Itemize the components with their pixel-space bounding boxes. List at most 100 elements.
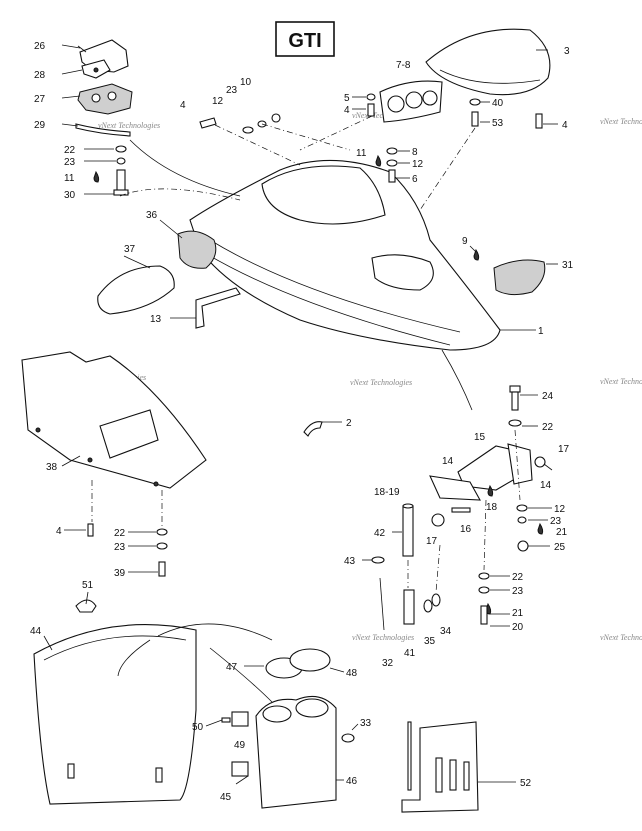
label-27: 27: [34, 94, 46, 105]
label-23-a: 23: [64, 157, 76, 168]
part-24-bolt: [509, 385, 521, 411]
part-16-screw: [451, 507, 471, 513]
label-20: 20: [512, 622, 524, 633]
label-29: 29: [34, 120, 46, 131]
part-36-handle: [177, 230, 217, 269]
label-51: 51: [82, 580, 94, 591]
label-13: 13: [150, 314, 162, 325]
label-17-a: 17: [558, 444, 570, 455]
watermark-8: vNext Technologies: [600, 377, 642, 386]
label-11-b: 11: [356, 148, 367, 159]
part-46-gauge-housing: [255, 695, 337, 809]
part-4-screw-top: [199, 117, 217, 129]
part-12-washer-top: [242, 126, 254, 134]
label-4-b: 4: [344, 105, 350, 116]
label-48: 48: [346, 668, 358, 679]
part-13-key: [195, 287, 241, 329]
part-33-washer: [341, 733, 355, 743]
label-37: 37: [124, 244, 136, 255]
part-28-plate: [81, 59, 111, 79]
part-18-drop: [487, 484, 494, 497]
part-44-storage-bin: [33, 624, 197, 805]
label-4-c: 4: [562, 120, 568, 131]
label-53: 53: [492, 118, 504, 129]
model-title: GTI: [275, 21, 335, 57]
part-34-washer: [431, 593, 441, 607]
label-21-a: 21: [556, 527, 568, 538]
label-2: 2: [346, 418, 352, 429]
label-17-b: 17: [426, 536, 438, 547]
label-4-a: 4: [180, 100, 186, 111]
watermark-7: vNext Technologies: [600, 117, 642, 126]
part-50-screw: [221, 717, 231, 723]
part-17-knob: [534, 456, 546, 468]
label-3: 3: [564, 46, 570, 57]
part-45-bracket-bottom: [231, 761, 249, 777]
part-52-tool-kit: [401, 721, 479, 813]
label-33: 33: [360, 718, 372, 729]
label-11-a: 11: [64, 173, 75, 184]
part-21-drop-right: [537, 522, 544, 535]
part-27-holder: [77, 83, 133, 115]
part-5-washer: [366, 93, 376, 101]
label-44: 44: [30, 626, 42, 637]
part-labels: 26 2 8 27 29 22 23 11 30 4 12 23 10 7-8 5…: [30, 41, 574, 803]
label-22-d: 22: [512, 572, 524, 583]
part-4-screw-bottom: [87, 523, 94, 537]
label-21-b: 21: [512, 608, 524, 619]
part-23-washer: [116, 157, 126, 165]
part-6-screw: [388, 169, 396, 183]
label-32: 32: [382, 658, 394, 669]
label-15: 15: [474, 432, 486, 443]
label-8: 8: [412, 147, 418, 158]
label-25: 25: [554, 542, 566, 553]
label-12-c: 12: [554, 504, 566, 515]
label-34: 34: [440, 626, 452, 637]
part-14-arm: [429, 443, 533, 501]
label-30: 30: [64, 190, 76, 201]
part-3-cap: [425, 28, 551, 96]
part-49-bracket-top: [231, 711, 249, 727]
part-22-washer: [115, 145, 127, 153]
label-26: 26: [34, 41, 46, 52]
label-23-b: 23: [226, 85, 238, 96]
part-25-nut: [517, 540, 529, 552]
label-50: 50: [192, 722, 204, 733]
label-10: 10: [240, 77, 252, 88]
label-39: 39: [114, 568, 126, 579]
part-20-screw: [480, 605, 488, 625]
part-1-hood: [189, 159, 501, 351]
label-38: 38: [46, 462, 58, 473]
part-41-shaft-lower: [403, 589, 415, 625]
leaders: [61, 44, 558, 627]
part-2-clip: [303, 421, 323, 437]
label-22-b: 22: [114, 528, 126, 539]
label-5: 5: [344, 93, 350, 104]
label-16: 16: [460, 524, 472, 535]
part-23-washer-right: [517, 516, 527, 524]
part-51-cap: [75, 599, 97, 613]
part-11-drop: [93, 170, 100, 183]
label-23-e: 23: [512, 586, 524, 597]
part-39-screw: [158, 561, 166, 577]
part-4-screw-mid: [367, 103, 375, 117]
part-22-washer-right: [508, 419, 522, 427]
label-6: 6: [412, 174, 418, 185]
part-7-8-gauge-panel: [379, 80, 443, 123]
part-9-drop: [473, 248, 480, 261]
part-32-pin: [379, 577, 385, 631]
label-9: 9: [462, 236, 468, 247]
part-35-washer: [423, 599, 433, 613]
part-23-washer-lower: [478, 586, 490, 594]
part-8-nut: [386, 147, 398, 155]
assembly-lines: [91, 115, 521, 703]
label-42: 42: [374, 528, 386, 539]
label-7-8: 7-8: [396, 60, 411, 71]
part-11-drop-mid: [375, 154, 382, 167]
label-22-c: 22: [542, 422, 554, 433]
label-14-b: 14: [540, 480, 552, 491]
label-24: 24: [542, 391, 554, 402]
part-17-nut: [431, 513, 445, 527]
watermark-9: vNext Technologies: [600, 633, 642, 642]
